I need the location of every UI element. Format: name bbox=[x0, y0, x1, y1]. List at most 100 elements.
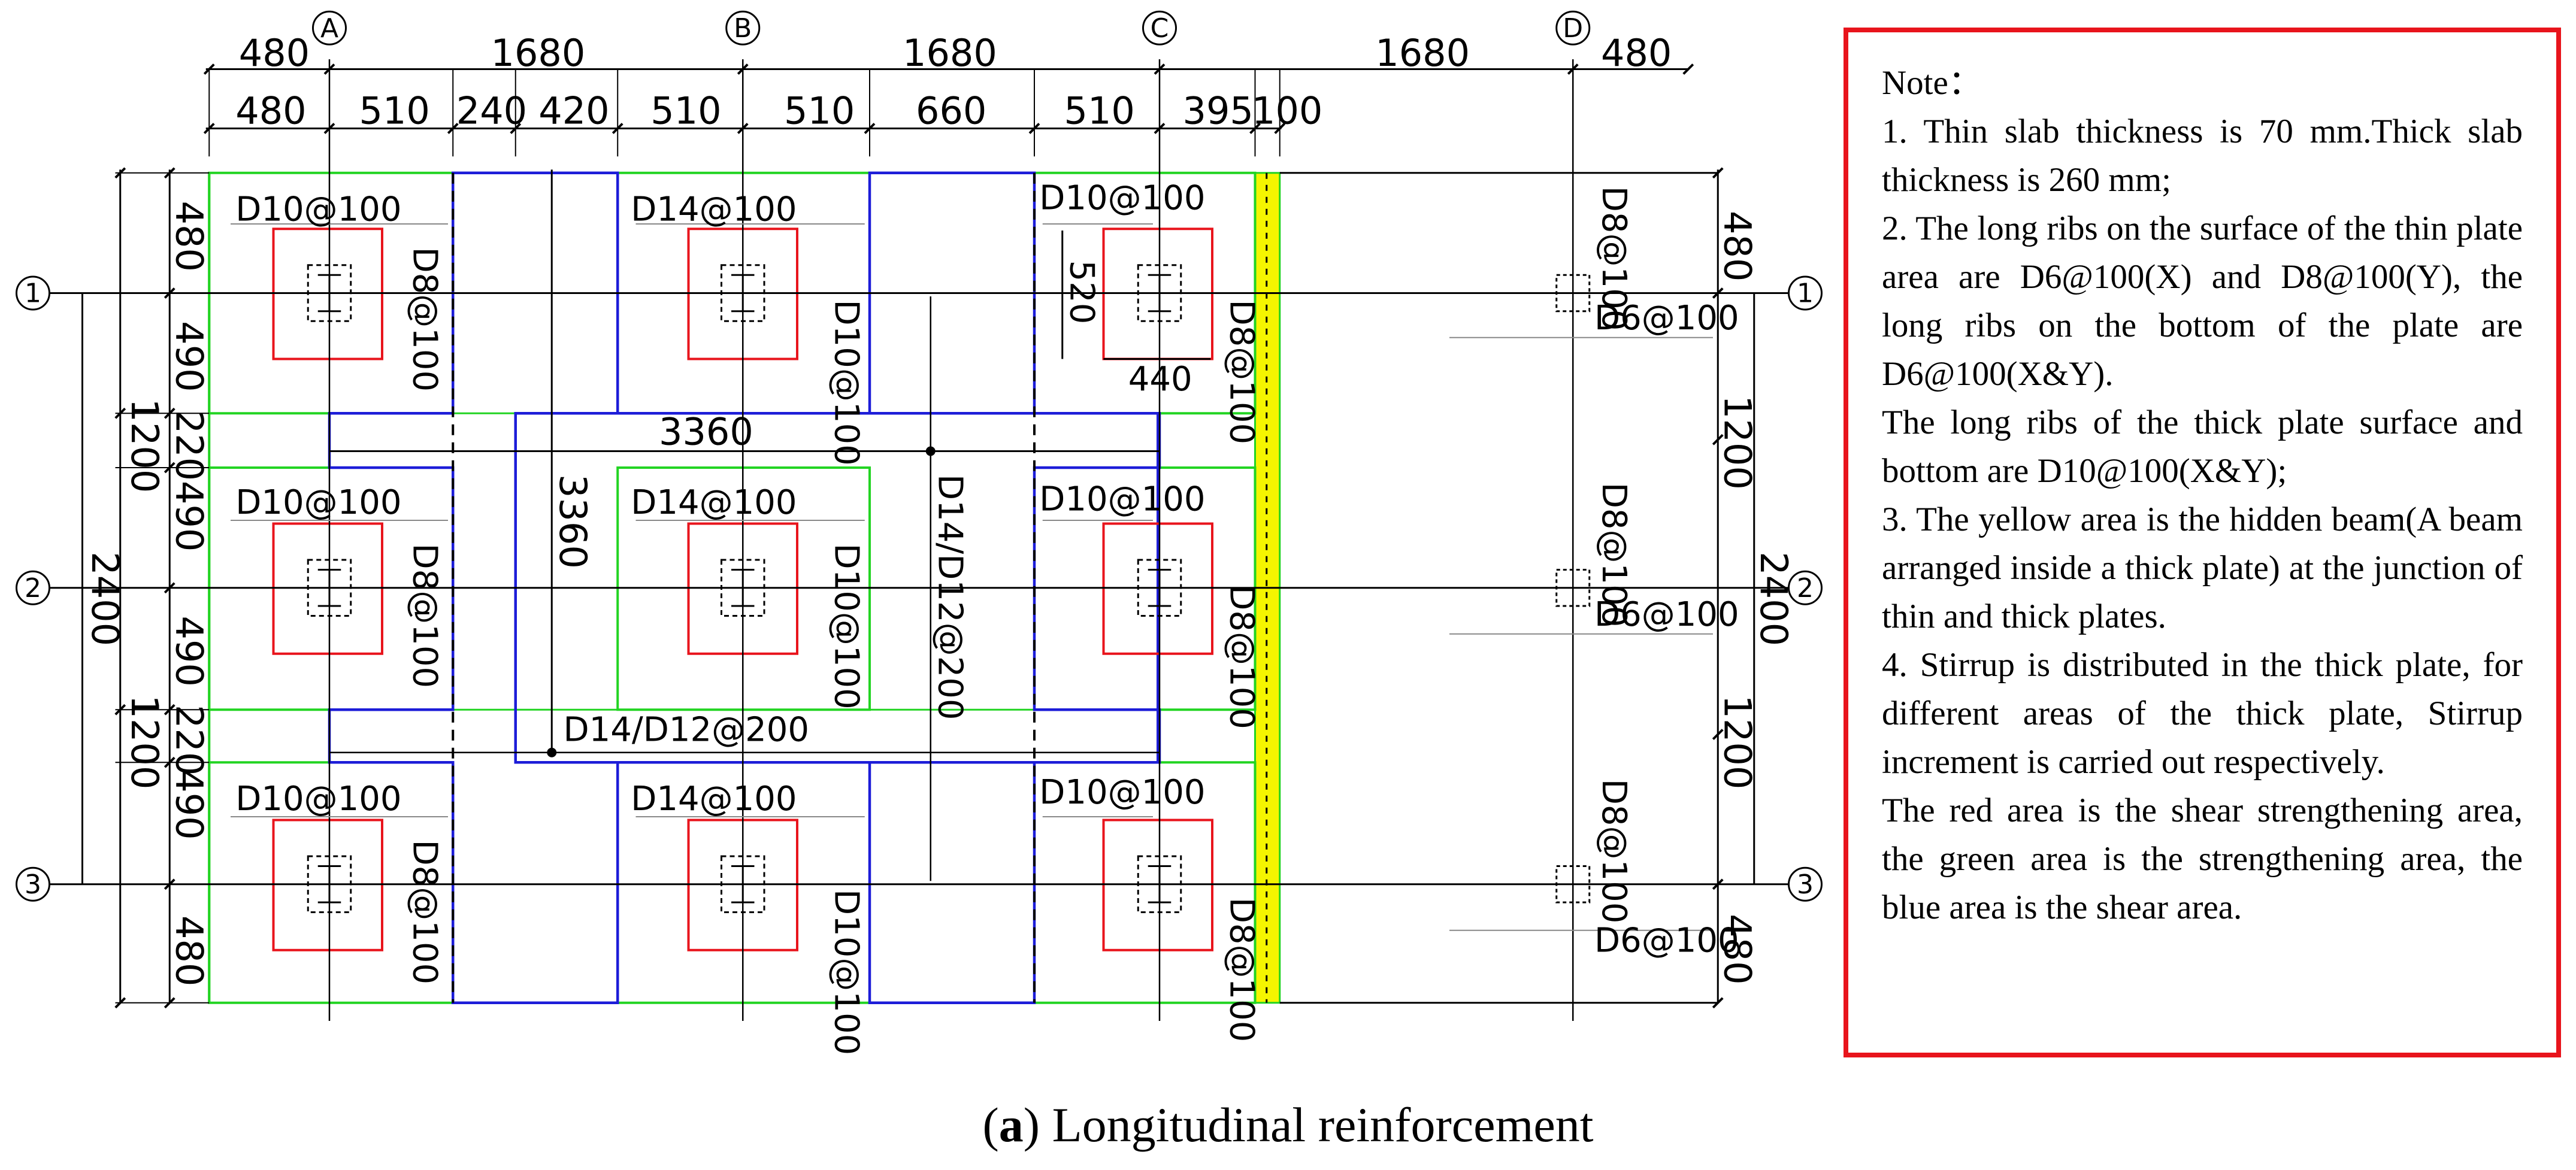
axis-row-left-1-circle bbox=[16, 275, 50, 311]
dim-440-text: 440 bbox=[1128, 360, 1192, 399]
dim-dot bbox=[925, 446, 936, 456]
column-D-dash-box-2 bbox=[1555, 569, 1591, 607]
rebar-label-d10-vertical: D10@100 bbox=[827, 544, 865, 710]
axis-col-A-label: A bbox=[320, 13, 338, 44]
left-dim-outer-tick bbox=[114, 407, 126, 419]
rebar-label-d8-hidden-beam: D8@100 bbox=[1222, 898, 1261, 1042]
top-dim-2-text: 510 bbox=[359, 89, 430, 132]
left-dim-big-text: 1200 bbox=[123, 695, 167, 790]
column-dash-box-1 bbox=[307, 264, 352, 322]
left-dim-text: 480 bbox=[167, 201, 211, 272]
rebar-label-d10: D10@100 bbox=[1039, 480, 1205, 519]
top-dim-1-text: 1680 bbox=[491, 31, 586, 75]
rebar-label-d10-vertical: D10@100 bbox=[827, 889, 865, 1055]
right-dim-text: 480 bbox=[1715, 914, 1759, 984]
rebar-label-d10: D10@100 bbox=[235, 190, 401, 229]
axis-col-D-circle bbox=[1555, 10, 1591, 46]
top-dim-1-text: 1680 bbox=[1375, 31, 1470, 75]
rebar-label-d14: D14@100 bbox=[631, 190, 797, 229]
note-box: Note： 1. Thin slab thickness is 70 mm.Th… bbox=[1844, 28, 2561, 1057]
column-D-dash-box-3 bbox=[1555, 865, 1591, 904]
rebar-label-d10: D10@100 bbox=[235, 483, 401, 522]
note-item-4b: The red area is the shear strengthening … bbox=[1882, 792, 2523, 926]
rebar-label-d14: D14@100 bbox=[631, 483, 797, 522]
top-dim-2-text: 510 bbox=[1064, 89, 1135, 132]
plan-linework bbox=[33, 59, 1804, 1021]
rebar-label-d8-thin: D8@100 bbox=[1594, 483, 1633, 628]
rebar-label-d8: D8@100 bbox=[405, 247, 444, 392]
rebar-label-d10: D10@100 bbox=[235, 780, 401, 819]
column-dash-box-4 bbox=[721, 264, 765, 322]
left-dim-text: 480 bbox=[167, 916, 211, 986]
left-dim-outer-tick bbox=[114, 167, 126, 179]
right-dim-tick bbox=[1712, 729, 1724, 740]
caption-text: Longitudinal reinforcement bbox=[1052, 1098, 1594, 1152]
caption-letter: a bbox=[998, 1098, 1024, 1152]
column-dash-box-5 bbox=[721, 559, 765, 617]
rebar-label-d10: D10@100 bbox=[1039, 178, 1205, 217]
column-D-dash-box-1 bbox=[1555, 274, 1591, 313]
axis-row-right-2-circle bbox=[1788, 570, 1823, 605]
axis-row-left-1-label: 1 bbox=[25, 278, 41, 309]
note-item-3: 3. The yellow area is the hidden beam(A … bbox=[1882, 501, 2523, 635]
axis-row-right-1-circle bbox=[1788, 275, 1823, 311]
axis-row-right-1-label: 1 bbox=[1797, 278, 1814, 309]
note-item-4: 4. Stirrup is distributed in the thick p… bbox=[1882, 646, 2523, 781]
left-dim-text: 490 bbox=[167, 616, 211, 687]
rebar-label-d14-d12-horizontal: D14/D12@200 bbox=[564, 711, 810, 750]
axis-row-left-3-circle bbox=[16, 866, 50, 902]
dim-dot bbox=[547, 747, 557, 757]
right-dim-tick bbox=[1712, 287, 1724, 299]
top-dim-2-text: 100 bbox=[1252, 89, 1322, 132]
left-dim-text: 490 bbox=[167, 769, 211, 839]
right-dim-text: 480 bbox=[1715, 211, 1759, 281]
axis-col-B-label: B bbox=[734, 13, 752, 44]
left-dim-big-text: 1200 bbox=[123, 399, 167, 493]
right-dim-tick bbox=[1712, 434, 1724, 445]
top-dim-1-text: 1680 bbox=[903, 31, 997, 75]
note-title: Note： bbox=[1882, 64, 1982, 102]
rebar-label-d8-hidden-beam: D8@100 bbox=[1222, 300, 1261, 445]
top-dim-2-text: 420 bbox=[538, 89, 609, 132]
note-item-1: 1. Thin slab thickness is 70 mm.Thick sl… bbox=[1882, 113, 2523, 199]
rebar-label-d10: D10@100 bbox=[1039, 773, 1205, 812]
axis-row-left-2-circle bbox=[16, 570, 50, 605]
axis-row-right-3-label: 3 bbox=[1797, 869, 1814, 900]
column-dash-box-9 bbox=[1137, 855, 1182, 913]
rebar-label-d8-thin: D8@100 bbox=[1594, 779, 1633, 924]
column-dash-box-7 bbox=[1137, 264, 1182, 322]
dim-3360-vertical-text: 3360 bbox=[551, 474, 595, 569]
column-dash-box-3 bbox=[307, 855, 352, 913]
column-dash-box-8 bbox=[1137, 559, 1182, 617]
top-dim-2-text: 240 bbox=[456, 89, 527, 132]
right-total-dim-text: 2400 bbox=[1752, 551, 1796, 646]
axis-row-left-3-label: 3 bbox=[25, 869, 41, 900]
left-dim-text: 220 bbox=[167, 705, 211, 775]
left-dim-text: 490 bbox=[167, 321, 211, 392]
column-dash-box-6 bbox=[721, 855, 765, 913]
rebar-label-d8: D8@100 bbox=[405, 544, 444, 689]
top-dim-2-text: 395 bbox=[1183, 89, 1254, 132]
top-dim-1-tick bbox=[1567, 63, 1579, 75]
left-dim-text: 220 bbox=[167, 410, 211, 481]
left-dim-text: 490 bbox=[167, 481, 211, 551]
rebar-label-d8-thin: D8@100 bbox=[1594, 186, 1633, 331]
rebar-label-d8-hidden-beam: D8@100 bbox=[1222, 584, 1261, 729]
rebar-label-d8: D8@100 bbox=[405, 840, 444, 985]
right-dim-tick bbox=[1712, 878, 1724, 890]
top-dim-2-text: 480 bbox=[235, 89, 306, 132]
rebar-label-d10-vertical: D10@100 bbox=[827, 300, 865, 466]
left-dim-outer-tick bbox=[114, 704, 126, 716]
top-dim-1-text: 480 bbox=[239, 31, 310, 75]
right-dim-tick bbox=[1712, 167, 1724, 179]
top-dim-1-tick bbox=[1682, 63, 1694, 75]
right-dim-tick bbox=[1712, 997, 1724, 1009]
note-item-2b: The long ribs of the thick plate surface… bbox=[1882, 404, 2523, 490]
right-dim-text: 1200 bbox=[1715, 395, 1759, 490]
top-dim-2-text: 510 bbox=[784, 89, 855, 132]
left-total-dim-text: 2400 bbox=[83, 551, 127, 646]
rebar-label-d6-thin: D6@100 bbox=[1594, 595, 1739, 634]
column-dash-box-2 bbox=[307, 559, 352, 617]
note-item-2: 2. The long ribs on the surface of the t… bbox=[1882, 210, 2523, 393]
